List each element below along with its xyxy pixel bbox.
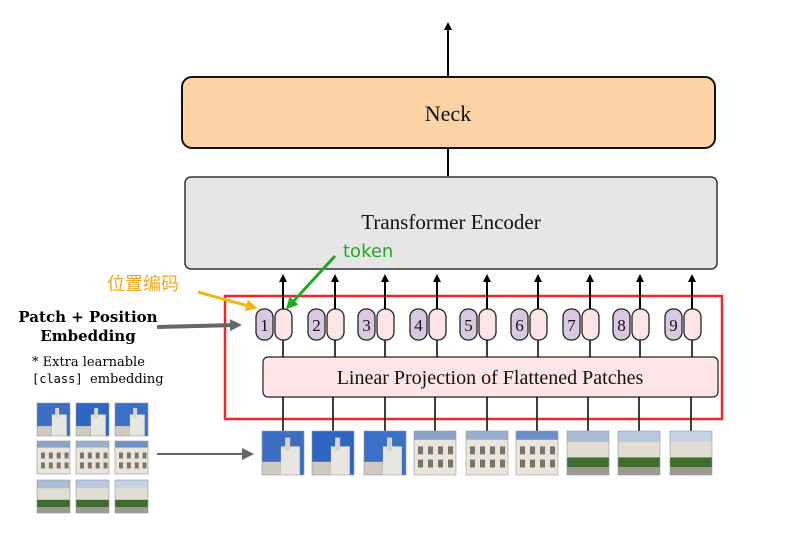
token-number: 3 bbox=[362, 316, 371, 335]
patch-token bbox=[357, 308, 376, 341]
patch-thumbnail bbox=[617, 430, 661, 476]
position-embedding bbox=[326, 308, 345, 341]
token-group: 1 bbox=[255, 274, 293, 357]
patch-thumbnail bbox=[261, 430, 305, 476]
neck-block: Neck bbox=[181, 76, 716, 149]
embedding-pointer-arrow bbox=[156, 319, 242, 332]
patch-thumbnail bbox=[36, 402, 71, 437]
token-group: 6 bbox=[510, 274, 548, 357]
position-embedding bbox=[581, 308, 600, 341]
position-embedding bbox=[274, 308, 293, 341]
position-embedding bbox=[683, 308, 702, 341]
neck-label: Neck bbox=[425, 101, 471, 126]
token-number: 1 bbox=[260, 316, 269, 335]
extra-learnable-label: * Extra learnable bbox=[32, 355, 145, 370]
token-annotation: token bbox=[343, 241, 393, 262]
position-embedding bbox=[478, 308, 497, 341]
patch-token bbox=[307, 308, 326, 341]
embedding-highlight-frame bbox=[223, 294, 724, 421]
patch-token bbox=[562, 308, 581, 341]
patch-thumbnail bbox=[669, 430, 713, 476]
patch-thumbnail bbox=[363, 430, 407, 476]
token-number: 5 bbox=[464, 316, 473, 335]
position-encoding-annotation: 位置编码 bbox=[107, 274, 179, 295]
patch-thumbnail bbox=[465, 430, 509, 476]
position-embedding bbox=[428, 308, 447, 341]
patch-token bbox=[459, 308, 478, 341]
patch-position-label-line2: Embedding bbox=[40, 327, 136, 345]
token-number: 7 bbox=[567, 316, 576, 335]
patch-thumbnail bbox=[114, 440, 149, 475]
patch-token bbox=[612, 308, 631, 341]
patch-token bbox=[255, 308, 274, 341]
patch-thumbnail bbox=[114, 479, 149, 514]
patch-thumbnail bbox=[36, 440, 71, 475]
patch-token bbox=[664, 308, 683, 341]
patch-thumbnail bbox=[75, 479, 110, 514]
extra-embedding-label: embedding bbox=[90, 372, 164, 387]
encoder-label: Transformer Encoder bbox=[361, 210, 540, 234]
token-number: 6 bbox=[515, 316, 524, 335]
position-embedding bbox=[631, 308, 650, 341]
patch-thumbnail bbox=[75, 440, 110, 475]
patch-position-label-line1: Patch + Position bbox=[18, 308, 157, 326]
patch-thumbnail bbox=[311, 430, 355, 476]
patch-thumbnail bbox=[36, 479, 71, 514]
token-group: 3 bbox=[357, 274, 395, 357]
patch-thumbnail bbox=[413, 430, 457, 476]
token-group: 7 bbox=[562, 274, 600, 357]
token-group: 9 bbox=[664, 274, 702, 357]
token-number: 8 bbox=[617, 316, 626, 335]
token-annotation-arrow bbox=[285, 254, 337, 310]
patch-thumbnail bbox=[75, 402, 110, 437]
patch-thumbnail bbox=[515, 430, 559, 476]
token-group: 5 bbox=[459, 274, 497, 357]
patch-thumbnail bbox=[114, 402, 149, 437]
patch-token bbox=[510, 308, 529, 341]
position-embedding bbox=[376, 308, 395, 341]
patch-thumbnail bbox=[566, 430, 610, 476]
patch-token bbox=[409, 308, 428, 341]
projection-label: Linear Projection of Flattened Patches bbox=[337, 367, 644, 389]
linear-projection-block: Linear Projection of Flattened Patches bbox=[262, 356, 719, 398]
position-encoding-arrow bbox=[197, 290, 258, 312]
extra-class-code: [class] bbox=[32, 372, 83, 386]
token-group: 2 bbox=[307, 274, 345, 357]
token-group: 4 bbox=[409, 274, 447, 357]
token-group: 8 bbox=[612, 274, 650, 357]
token-number: 4 bbox=[414, 316, 423, 335]
token-number: 2 bbox=[312, 316, 321, 335]
token-number: 9 bbox=[669, 316, 678, 335]
transformer-encoder-block: Transformer Encoder bbox=[184, 176, 718, 270]
position-embedding bbox=[529, 308, 548, 341]
